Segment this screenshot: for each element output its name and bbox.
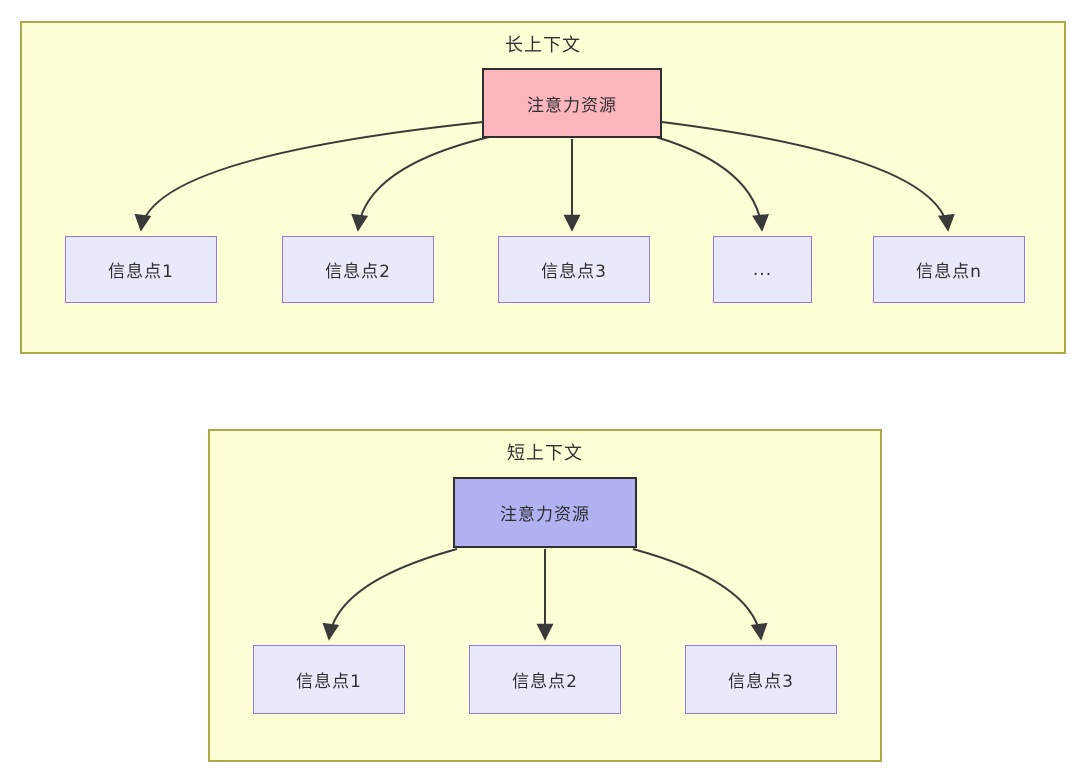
attention-resource-box-short: 注意力资源 bbox=[453, 477, 637, 548]
info-point-long-1: 信息点1 bbox=[65, 236, 217, 303]
arrow-long-to-ellipsis bbox=[655, 136, 769, 232]
arrow-short-to-info3 bbox=[632, 548, 768, 641]
info-point-short-3: 信息点3 bbox=[685, 645, 837, 714]
info-point-long-2: 信息点2 bbox=[282, 236, 434, 303]
arrow-long-to-info1 bbox=[134, 121, 484, 232]
arrow-long-to-info2 bbox=[351, 136, 490, 232]
arrow-long-to-infon bbox=[661, 121, 955, 232]
info-point-long-n: 信息点n bbox=[873, 236, 1025, 303]
info-point-long-ellipsis: ... bbox=[713, 236, 812, 303]
info-point-short-1: 信息点1 bbox=[253, 645, 405, 714]
panel-short-context-title: 短上下文 bbox=[507, 443, 583, 464]
info-point-short-2: 信息点2 bbox=[469, 645, 621, 714]
info-point-long-3: 信息点3 bbox=[498, 236, 650, 303]
arrow-short-to-info1 bbox=[322, 548, 458, 641]
attention-resource-box-long: 注意力资源 bbox=[482, 68, 662, 138]
panel-long-context-title: 长上下文 bbox=[505, 35, 581, 56]
